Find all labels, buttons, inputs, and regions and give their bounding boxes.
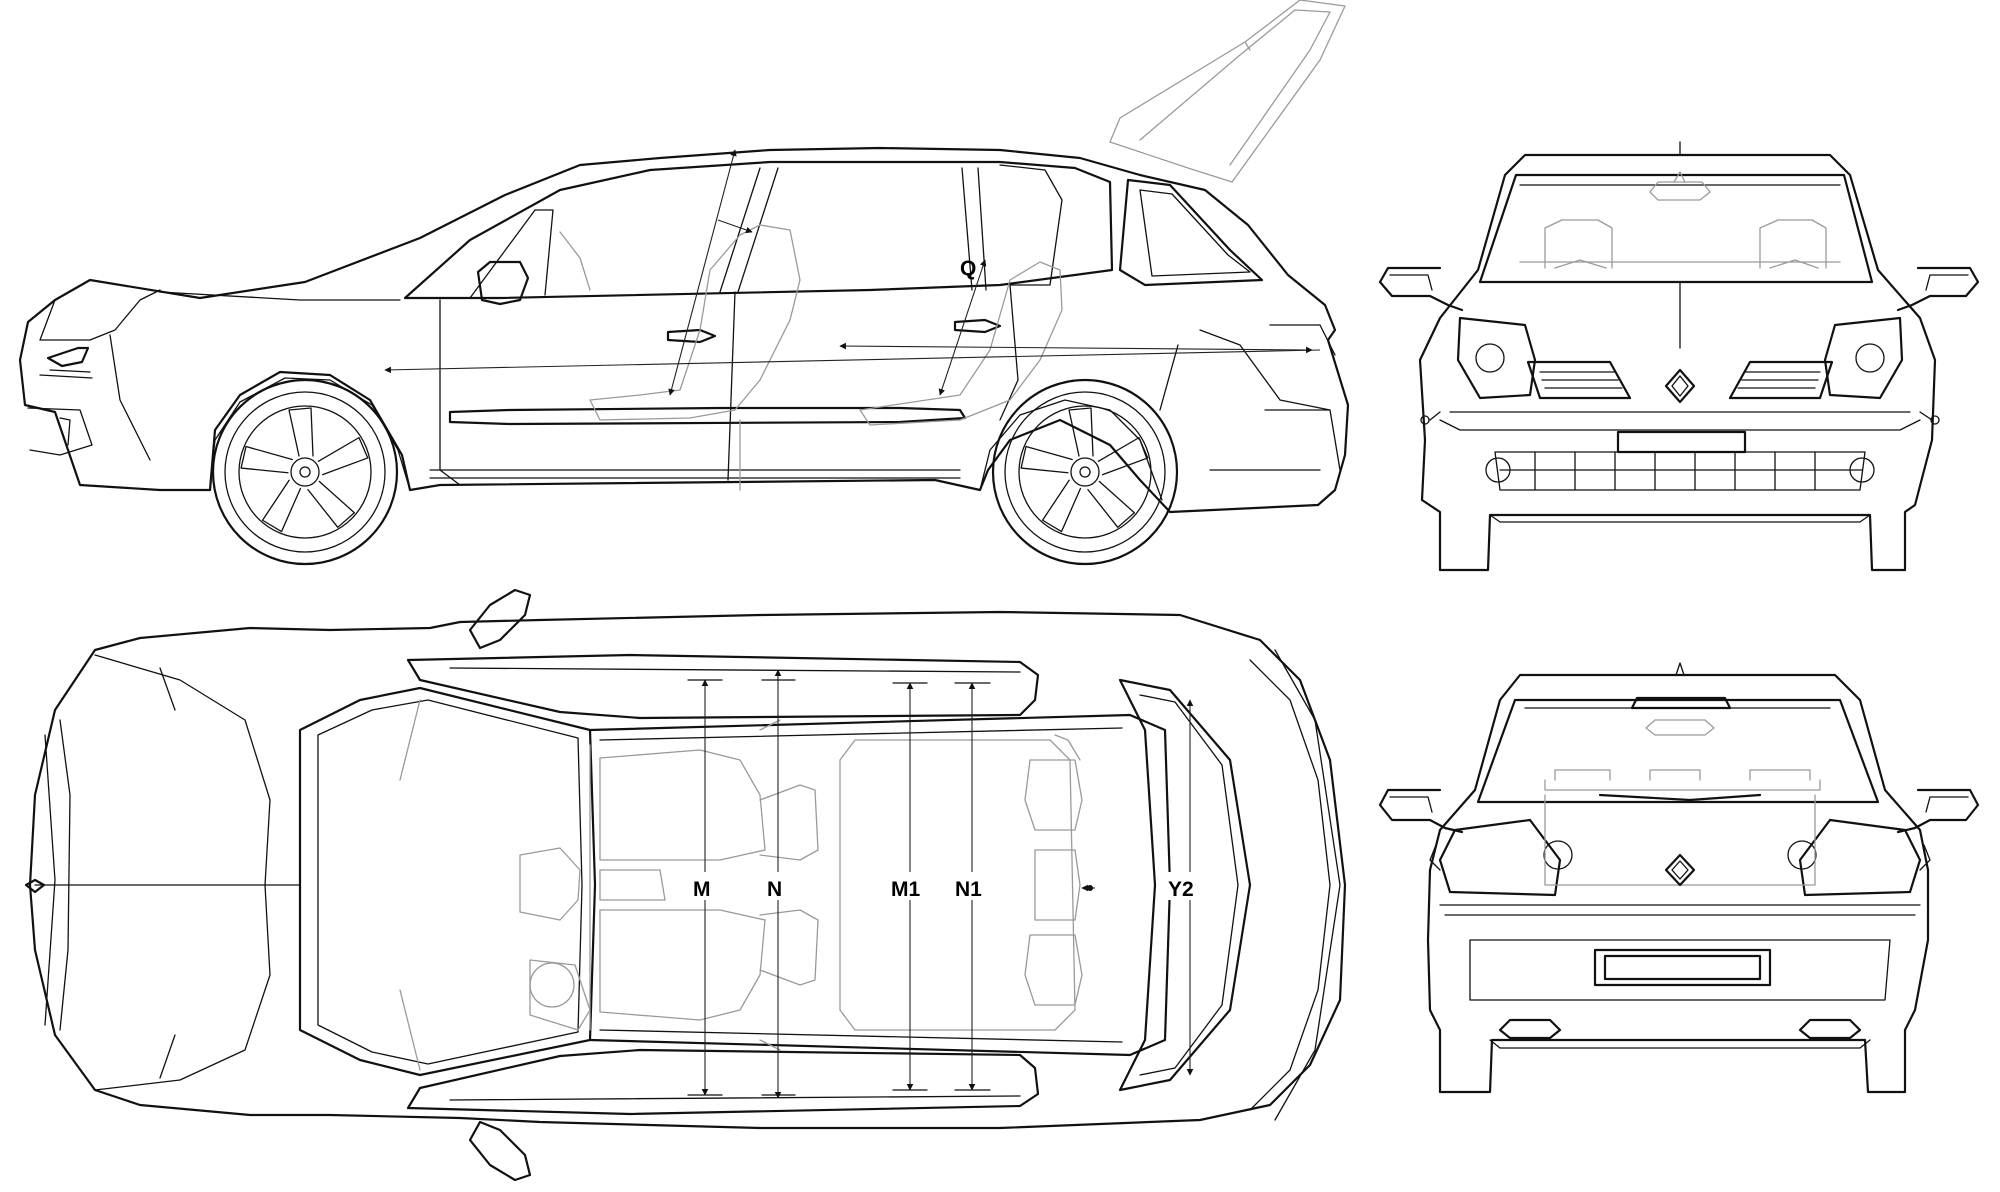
rear-view: [1378, 662, 1980, 1094]
dimension-label-n: N: [767, 878, 782, 901]
front-view: [1378, 141, 1980, 572]
side-view: Q: [18, 0, 1350, 566]
dimension-label-q: Q: [960, 257, 976, 280]
top-view: M N M1 N1 Y2: [24, 588, 1347, 1182]
dimension-label-m1: M1: [891, 878, 920, 901]
dimension-label-n1: N1: [955, 878, 982, 901]
dimension-label-y2: Y2: [1168, 878, 1194, 901]
dimension-label-m: M: [693, 878, 711, 901]
